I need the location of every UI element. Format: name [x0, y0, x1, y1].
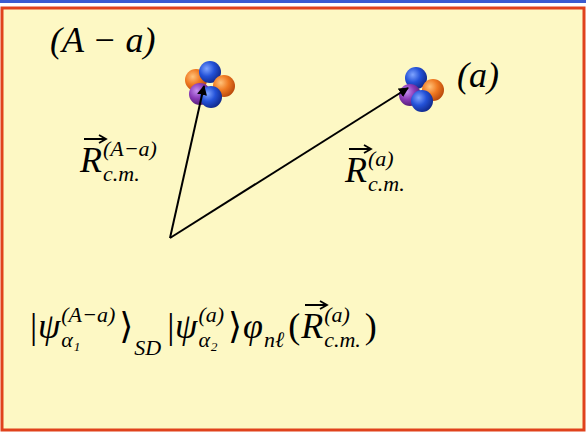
math-label: (A−a): [61, 304, 115, 326]
math-label: ⟩: [228, 308, 242, 344]
math-label: (a): [198, 304, 224, 326]
math-label: R: [345, 152, 367, 188]
nucleus-cluster: [185, 61, 235, 108]
math-label: α₁: [61, 329, 80, 351]
math-label: ⟩: [119, 308, 133, 344]
math-label: (: [288, 308, 300, 344]
position-vector: [170, 86, 204, 238]
math-label: |ψ: [165, 308, 197, 344]
math-label: (A − a): [50, 22, 156, 58]
top-bar: [0, 0, 586, 3]
math-label: c.m.: [324, 329, 361, 351]
math-label: (a): [324, 304, 350, 326]
math-label: ): [365, 308, 377, 344]
math-label: φ: [243, 308, 263, 344]
math-label: R: [80, 142, 102, 178]
math-label: (A−a): [103, 138, 157, 160]
position-vector: [170, 88, 408, 238]
math-label: c.m.: [103, 163, 140, 185]
math-label: SD: [134, 337, 161, 359]
math-label: c.m.: [368, 173, 405, 195]
math-label: α₂: [198, 329, 217, 351]
math-label: (a): [368, 148, 394, 170]
panel: [2, 8, 584, 430]
math-label: R: [301, 308, 323, 344]
math-label: nℓ: [264, 329, 284, 351]
math-label: (a): [457, 57, 499, 93]
math-label: |ψ: [28, 308, 60, 344]
